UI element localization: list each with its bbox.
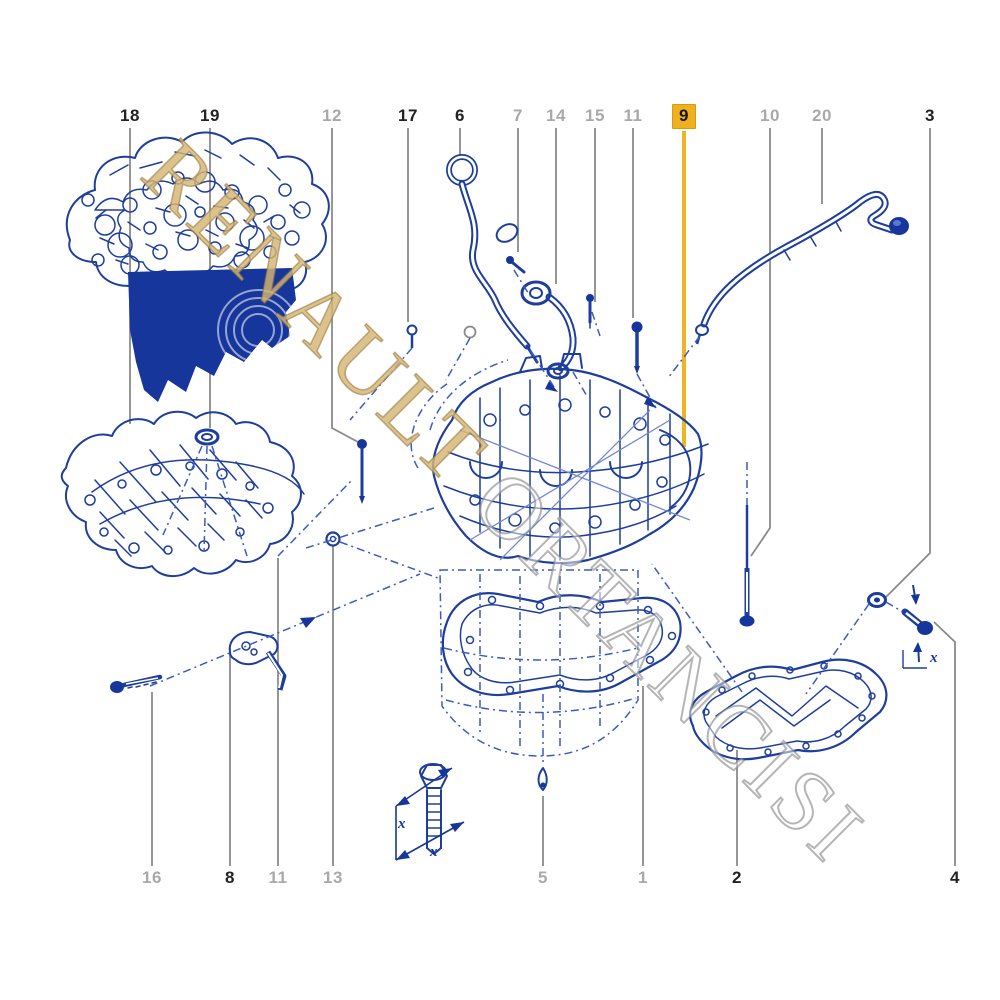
leader-lines bbox=[129, 128, 956, 866]
washer-13-art bbox=[325, 531, 439, 579]
part-label-4[interactable]: 4 bbox=[950, 868, 960, 887]
gasket-art bbox=[441, 592, 682, 697]
suction-pipe-art bbox=[520, 280, 577, 380]
part-label-10[interactable]: 10 bbox=[760, 106, 780, 125]
bolt-15-art bbox=[586, 294, 594, 329]
part-label-11-bottom[interactable]: 11 bbox=[268, 868, 288, 887]
drain-5-art bbox=[537, 694, 548, 791]
part-label-6[interactable]: 6 bbox=[455, 106, 465, 125]
bolt-16-art bbox=[110, 674, 163, 693]
bolt-17-art bbox=[406, 324, 418, 348]
part-label-20[interactable]: 20 bbox=[812, 106, 832, 125]
cylinder-block-art bbox=[432, 353, 709, 565]
part-label-16[interactable]: 16 bbox=[142, 868, 162, 887]
dimension-bolt-art: x x bbox=[395, 763, 465, 861]
engine-assembly-art bbox=[65, 131, 330, 402]
bedplate-art bbox=[60, 410, 305, 577]
dipstick-art bbox=[446, 154, 539, 364]
part-label-3[interactable]: 3 bbox=[925, 106, 935, 125]
part-label-11-top[interactable]: 11 bbox=[623, 106, 643, 125]
part-label-12[interactable]: 12 bbox=[322, 106, 342, 125]
part-label-7[interactable]: 7 bbox=[513, 106, 523, 125]
dimension-x-label: x bbox=[429, 844, 438, 860]
part-label-15[interactable]: 15 bbox=[585, 106, 605, 125]
oil-pipe-art bbox=[695, 191, 909, 345]
bolt-7-art bbox=[506, 256, 526, 274]
part-label-13[interactable]: 13 bbox=[323, 868, 343, 887]
part-label-17[interactable]: 17 bbox=[398, 106, 418, 125]
ghost-outline-art bbox=[439, 569, 639, 757]
bolt-10-art bbox=[739, 462, 755, 627]
part-label-14[interactable]: 14 bbox=[546, 106, 566, 125]
seal-19-art bbox=[162, 428, 248, 557]
direction-arrows bbox=[300, 381, 656, 628]
dimension-x-label: x bbox=[397, 816, 406, 832]
assembly-dash-lines bbox=[149, 269, 743, 693]
part-label-9-highlighted[interactable]: 9 bbox=[672, 104, 696, 129]
part-label-5[interactable]: 5 bbox=[538, 868, 548, 887]
part-label-1[interactable]: 1 bbox=[638, 868, 648, 887]
bracket-8-art bbox=[228, 631, 287, 691]
oil-pan-art bbox=[689, 658, 888, 761]
part-label-8[interactable]: 8 bbox=[225, 868, 235, 887]
part-label-2[interactable]: 2 bbox=[732, 868, 742, 887]
dimension-x-label: x bbox=[929, 650, 938, 666]
bolt-11-top-art bbox=[631, 321, 643, 374]
bolt-11-left-art bbox=[357, 439, 367, 504]
part-label-18[interactable]: 18 bbox=[120, 106, 140, 125]
plug-4-art: x bbox=[901, 584, 938, 669]
grommet-3-art bbox=[805, 592, 904, 695]
part-label-19[interactable]: 19 bbox=[200, 106, 220, 125]
